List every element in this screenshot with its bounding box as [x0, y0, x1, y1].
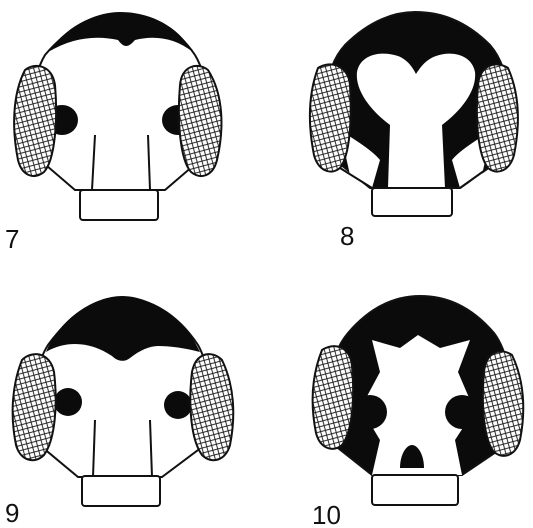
figure-8: 8 [310, 12, 518, 251]
clypeus-plate [372, 475, 458, 505]
dark-spot-left [353, 395, 387, 429]
figure-label-9: 9 [5, 498, 19, 528]
compound-eye-left [14, 66, 56, 176]
figure-label-8: 8 [340, 221, 354, 251]
dark-spot-left [54, 388, 82, 416]
figure-10: 10 [312, 296, 523, 528]
compound-eye-right [483, 351, 523, 455]
compound-eye-right [179, 66, 222, 176]
compound-eye-right [190, 354, 233, 460]
compound-eye-left [313, 346, 353, 449]
compound-eye-right [477, 64, 518, 171]
clypeus-plate [80, 190, 158, 220]
compound-eye-left [310, 64, 351, 171]
figure-9: 9 [5, 296, 233, 528]
dark-spot-right [164, 391, 192, 419]
figure-label-10: 10 [312, 500, 341, 528]
dark-spot-right [445, 395, 479, 429]
figure-7: 7 [5, 12, 221, 254]
clypeus-plate [82, 476, 160, 506]
clypeus-plate [372, 188, 452, 216]
compound-eye-left [13, 354, 56, 460]
figure-label-7: 7 [5, 224, 19, 254]
